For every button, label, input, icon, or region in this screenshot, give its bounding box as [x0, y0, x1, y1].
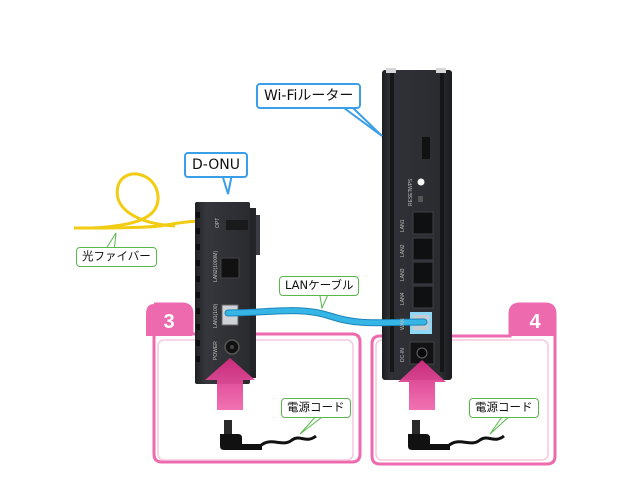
router-dc-in-label: DC-IN [400, 348, 406, 362]
power-plug-left [220, 420, 317, 450]
onu-power-label: POWER [213, 341, 219, 360]
power-cord-left-label: 電源コード [281, 398, 351, 418]
router-lan4-label: LAN4 [400, 292, 406, 305]
d-onu-device [195, 202, 260, 384]
onu-opt-label: OPT [215, 217, 221, 228]
onu-lan1-label: LAN1(100) [213, 303, 219, 328]
router-lan2-port [412, 237, 434, 261]
router-wps-button [417, 178, 425, 186]
d-onu-label: D-ONU [184, 152, 248, 178]
router-dc-in-jack [416, 347, 428, 359]
router-lan3-port [412, 261, 434, 285]
router-lan2-label: LAN2 [400, 244, 406, 257]
step-4-inner-frame [375, 339, 549, 461]
router-lan1-port [412, 211, 434, 235]
optical-fiber-label: 光ファイバー [76, 247, 157, 267]
power-plug-right [408, 420, 505, 450]
power-left-callout-pointer [299, 413, 327, 435]
router-lan1-label: LAN1 [400, 219, 406, 232]
router-lan3-label: LAN3 [400, 268, 406, 281]
router-reset-button [418, 196, 423, 202]
step-3-tab [146, 304, 192, 336]
router-reset-label: RESET [408, 189, 414, 206]
step-4-panel [370, 302, 557, 466]
lan-cable-label: LANケーブル [279, 276, 360, 296]
onu-opt-port [226, 220, 248, 230]
wifi-router-label: Wi-Fiルーター [256, 83, 362, 109]
onu-lan2-port [220, 257, 240, 279]
step-4-tab [510, 304, 555, 336]
router-wps-label: WPS [408, 178, 414, 190]
d-onu-callout-pointer [221, 173, 233, 195]
step-3-panel [146, 302, 362, 464]
onu-lan2-label: LAN2(1000M) [213, 250, 219, 282]
power-cord-right-label: 電源コード [469, 398, 539, 418]
step-3-number: 3 [163, 311, 175, 333]
power-right-callout-pointer [489, 413, 513, 435]
router-wan-label: WAN [400, 318, 406, 330]
step-3-arrow [205, 358, 255, 410]
step-4-arrow [398, 360, 446, 410]
wifi-router-device [382, 68, 452, 380]
wifi-router-callout-pointer [339, 104, 383, 137]
router-lan4-port [412, 285, 434, 309]
step-4-number: 4 [529, 311, 541, 333]
